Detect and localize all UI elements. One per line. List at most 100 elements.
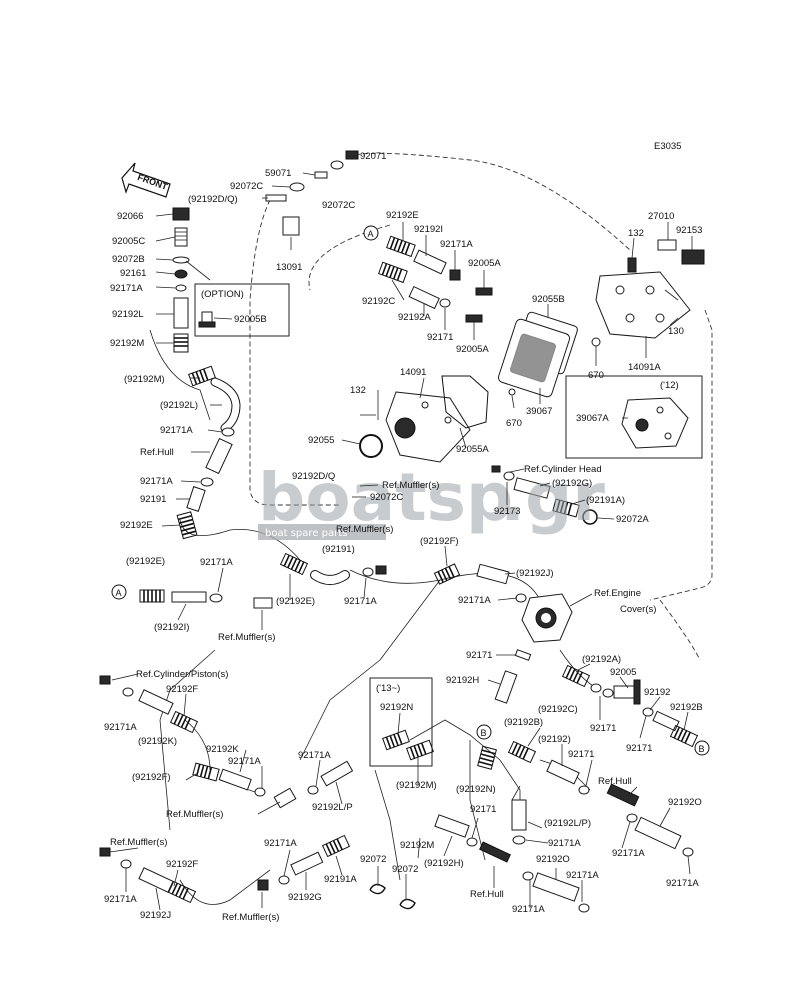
label-92055: 92055: [308, 435, 334, 446]
label-ref-engine: Ref.Engine: [594, 588, 641, 599]
label-92071: 92071: [360, 151, 386, 162]
label-92171a-engine: 92171A: [458, 595, 491, 606]
svg-text:B: B: [699, 744, 705, 754]
left-mid-hoses: [176, 365, 241, 540]
label-92192h: 92192H: [446, 675, 479, 686]
engine-cover-part: [494, 593, 573, 704]
label-670-a: 670: [588, 370, 604, 381]
label-ref-hull-right: Ref.Hull: [598, 776, 632, 787]
label-92192o-right: 92192O: [668, 797, 702, 808]
label-92171-top: 92171: [427, 332, 453, 343]
label-92171a-low-left: 92171A: [104, 894, 137, 905]
callout-a-top: A: [363, 225, 379, 241]
label-92072c-a: 92072C: [230, 181, 263, 192]
label-92005: 92005: [610, 667, 636, 678]
cylinder-head-hoses: [491, 465, 598, 525]
label-92192l: 92192L: [112, 309, 144, 320]
label-92192m: 92192M: [110, 338, 144, 349]
year-box-12: [565, 375, 703, 459]
label-92192i-paren: (92192I): [154, 622, 189, 633]
label-ref-cylinder-head: Ref.Cylinder Head: [524, 464, 602, 475]
label-92066: 92066: [117, 211, 143, 222]
label-14091a: 14091A: [628, 362, 661, 373]
label-92192j: 92192J: [140, 910, 171, 921]
label-59071: 59071: [265, 168, 291, 179]
label-92005c: 92005C: [112, 236, 145, 247]
label-92173: 92173: [494, 506, 520, 517]
label-92192g: 92192G: [288, 892, 322, 903]
label-92192e-top: 92192E: [386, 210, 419, 221]
label-92192f-paren-left: (92192F): [132, 772, 171, 783]
svg-text:.gr: .gr: [500, 459, 605, 536]
lower-centre-hoses: [369, 729, 590, 913]
svg-text:B: B: [481, 728, 487, 738]
label-92171a-low: 92171A: [140, 476, 173, 487]
label-92192m-paren-low: (92192M): [396, 780, 437, 791]
label-92192: 92192: [644, 687, 670, 698]
label-92171a-row: 92171A: [200, 557, 233, 568]
label-ref-cylinder-piston: Ref.Cylinder/Piston(s): [136, 669, 228, 680]
label-92192e-left: 92192E: [120, 520, 153, 531]
label-92191: 92191: [140, 494, 166, 505]
top-fittings: [265, 150, 359, 236]
label-92072-b: 92072: [392, 864, 418, 875]
label-92192m-paren: (92192M): [124, 374, 165, 385]
label-92192e-paren-b: (92192E): [276, 596, 315, 607]
label-92192f-low: 92192F: [166, 859, 198, 870]
label-92191a: 92191A: [324, 874, 357, 885]
label-ref-muffler-e: Ref.Muffler(s): [110, 837, 167, 848]
label-92171a-mid-left: 92171A: [228, 756, 261, 767]
label-13091: 13091: [276, 262, 302, 273]
lower-left-hoses: [99, 675, 354, 904]
label-ref-muffler-d: Ref.Muffler(s): [166, 809, 223, 820]
label-92072c-mid: 92072C: [370, 492, 403, 503]
label-92005a-mid: 92005A: [456, 344, 489, 355]
label-ref-hull-left: Ref.Hull: [140, 447, 174, 458]
label-39067a: 39067A: [576, 413, 609, 424]
label-92171a-b-row: 92171A: [548, 838, 581, 849]
svg-text:A: A: [368, 229, 374, 239]
plate-14091a: [595, 239, 705, 339]
label-92192dq: (92192D/Q): [188, 194, 238, 205]
b-row-hoses: [507, 740, 694, 857]
upper-hoses: [378, 235, 493, 323]
label-132-mid: 132: [350, 385, 366, 396]
label-cover-s: Cover(s): [620, 604, 656, 615]
a-row-hoses: [139, 552, 527, 609]
callout-b-right: B: [694, 740, 710, 756]
label-92192j-paren: (92192J): [516, 568, 554, 579]
label-14091: 14091: [400, 367, 426, 378]
label-92072b: 92072B: [112, 254, 145, 265]
label-670-b: 670: [506, 418, 522, 429]
label-92171a-low-right-b: 92171A: [512, 904, 545, 915]
label-92171a-low-right-a: 92171A: [566, 870, 599, 881]
option-box: [194, 283, 290, 337]
label-39067: 39067: [526, 406, 552, 417]
label-92192f-left: 92192F: [166, 684, 198, 695]
label-92192a-top: 92192A: [398, 312, 431, 323]
svg-text:boatsp: boatsp: [258, 459, 513, 536]
label-92171a-row2: 92171A: [344, 596, 377, 607]
svg-text:boat spare parts: boat spare parts: [265, 528, 347, 539]
label-92191a-paren: (92191A): [586, 495, 625, 506]
year-box-13-label: ('13~): [376, 683, 400, 694]
label-92171a-top: 92171A: [440, 239, 473, 250]
label-92171a-far-right: 92171A: [666, 878, 699, 889]
label-92171-right-b: 92171: [626, 743, 652, 754]
label-92171a-mid: 92171A: [160, 425, 193, 436]
label-92192a-paren: (92192A): [582, 654, 621, 665]
label-92192h-paren: (92192H): [424, 858, 464, 869]
label-92072-a: 92072: [360, 854, 386, 865]
label-92055a: 92055A: [456, 444, 489, 455]
label-ref-hull-low: Ref.Hull: [470, 889, 504, 900]
label-92192b: 92192B: [670, 702, 703, 713]
label-92192l-paren: (92192L): [160, 400, 198, 411]
label-ref-muffler-c: Ref.Muffler(s): [218, 632, 275, 643]
label-ref-muffler-a: Ref.Muffler(s): [382, 480, 439, 491]
label-92072a: 92072A: [616, 514, 649, 525]
year-box-12-label: ('12): [660, 380, 679, 391]
plate-14091: [359, 375, 489, 463]
cover-upper: [497, 311, 601, 398]
svg-text:A: A: [116, 588, 122, 598]
label-92192n: 92192N: [380, 702, 413, 713]
